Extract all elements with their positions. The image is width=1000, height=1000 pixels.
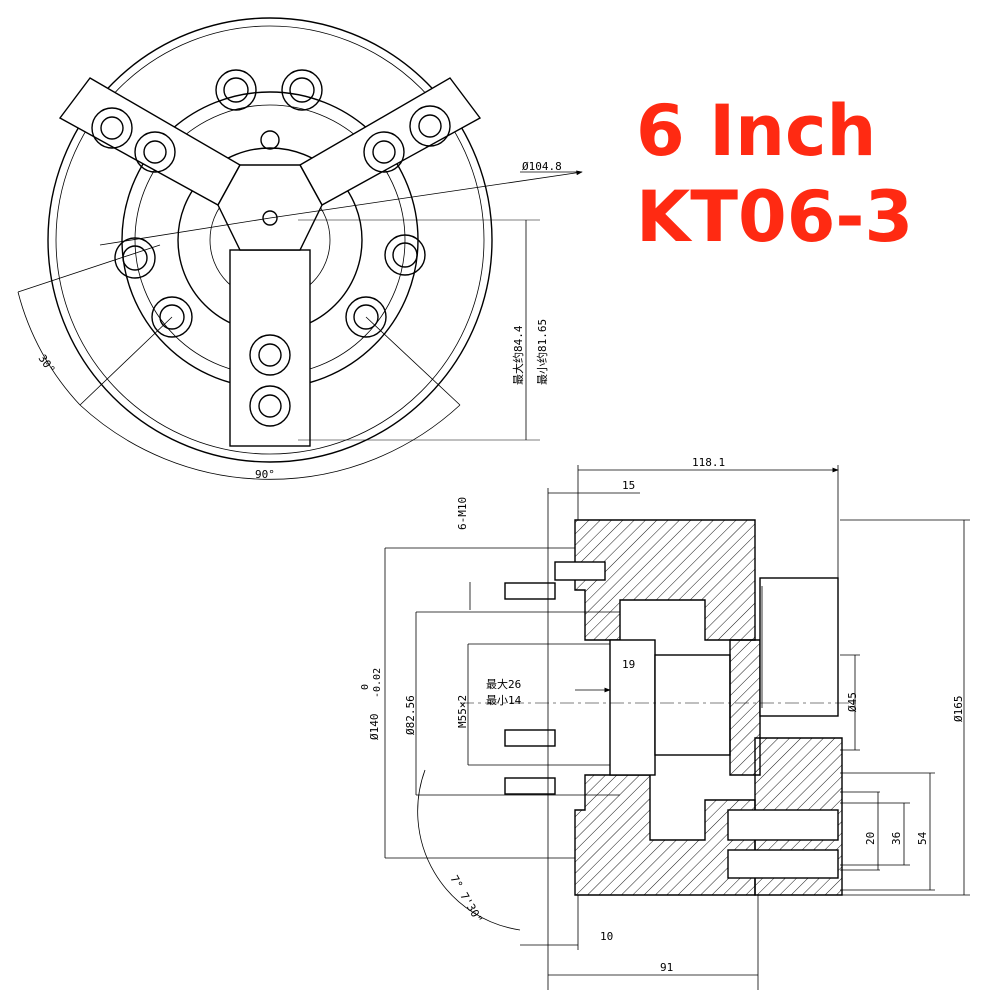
jaw-bottom — [229, 249, 311, 447]
jaw-right — [299, 77, 482, 206]
overall-length-label: 118.1 — [692, 456, 725, 469]
through-label: 19 — [622, 658, 635, 671]
outer-diameter-label: Ø165 — [952, 696, 965, 723]
stroke-min-label: 最小14 — [486, 694, 522, 707]
body-section-upper — [574, 519, 756, 641]
jaw-left — [58, 77, 241, 206]
bolt-label: 6-M10 — [456, 497, 469, 530]
pilot-tol-lower: -0.02 — [372, 668, 383, 698]
angle-90-label: 90° — [255, 468, 275, 481]
stroke-max-label: 最大26 — [486, 677, 521, 691]
jaw-max-label: 最大约84.4 — [511, 325, 525, 385]
bolt-circle-label: Ø82.56 — [404, 695, 417, 735]
pilot-tol-upper: 0 — [360, 684, 371, 690]
body-section-lower — [574, 774, 756, 896]
jaw-min-label: 最小约81.65 — [536, 319, 549, 385]
diameter-label: Ø104.8 — [522, 160, 562, 173]
front-view — [17, 17, 583, 480]
title-size-label: 6 Inch — [636, 90, 877, 172]
title-model-label: KT06-3 — [636, 176, 914, 258]
body-length-label: 91 — [660, 961, 673, 974]
spigot-label: 10 — [600, 930, 613, 943]
flange-label: 15 — [622, 479, 635, 492]
bore-label: Ø45 — [846, 692, 859, 712]
jaw-20-label: 20 — [864, 832, 877, 845]
chuck-body-outline — [47, 17, 493, 463]
section-view — [460, 519, 860, 896]
section-view-labels: 118.1 15 6-M10 19 最大26 最小14 M55×2 Ø140 0… — [360, 456, 965, 974]
jaw-54-label: 54 — [916, 831, 929, 845]
mounting-bolts — [114, 69, 426, 338]
front-view-labels: Ø104.8 30° 90° 最大约84.4 最小约81.65 — [36, 160, 562, 481]
jaw-36-label: 36 — [890, 832, 903, 845]
thread-label: M55×2 — [456, 695, 469, 728]
section-dimensions — [384, 465, 970, 990]
angle-label: 7° 7'30" — [447, 873, 485, 925]
pilot-diameter-label: Ø140 — [368, 714, 381, 741]
